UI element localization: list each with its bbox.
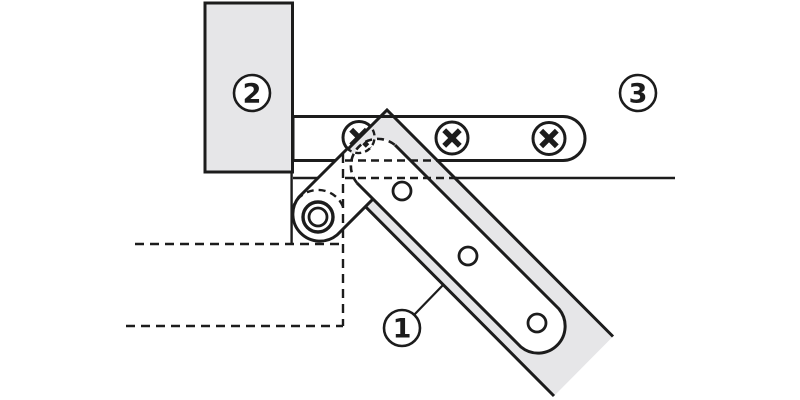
screw-3 <box>531 121 567 156</box>
stay-arm-hidden-cap <box>349 137 396 184</box>
pivot-plate-hidden-arc <box>290 188 346 211</box>
screw-2 <box>434 120 470 156</box>
label-1-leader-line <box>412 283 445 317</box>
label-1: 1 <box>382 308 422 348</box>
stay-arm-hole-1 <box>391 180 413 202</box>
stay-arm <box>355 143 567 355</box>
pivot-bushing-inner <box>307 206 329 228</box>
stay-arm-hole-3 <box>526 312 548 334</box>
screw-1-hidden-cross <box>362 140 372 151</box>
label-1-text: 1 <box>393 314 412 345</box>
label-2-text: 2 <box>243 79 262 110</box>
pivot-bushing-outer <box>301 200 335 234</box>
stay-arm-hole-2 <box>457 245 479 267</box>
label-3: 3 <box>618 73 658 113</box>
label-3-text: 3 <box>629 79 648 110</box>
pivot-plate <box>291 147 387 243</box>
stay-arm-fill <box>350 138 566 354</box>
label-2: 2 <box>232 73 272 113</box>
